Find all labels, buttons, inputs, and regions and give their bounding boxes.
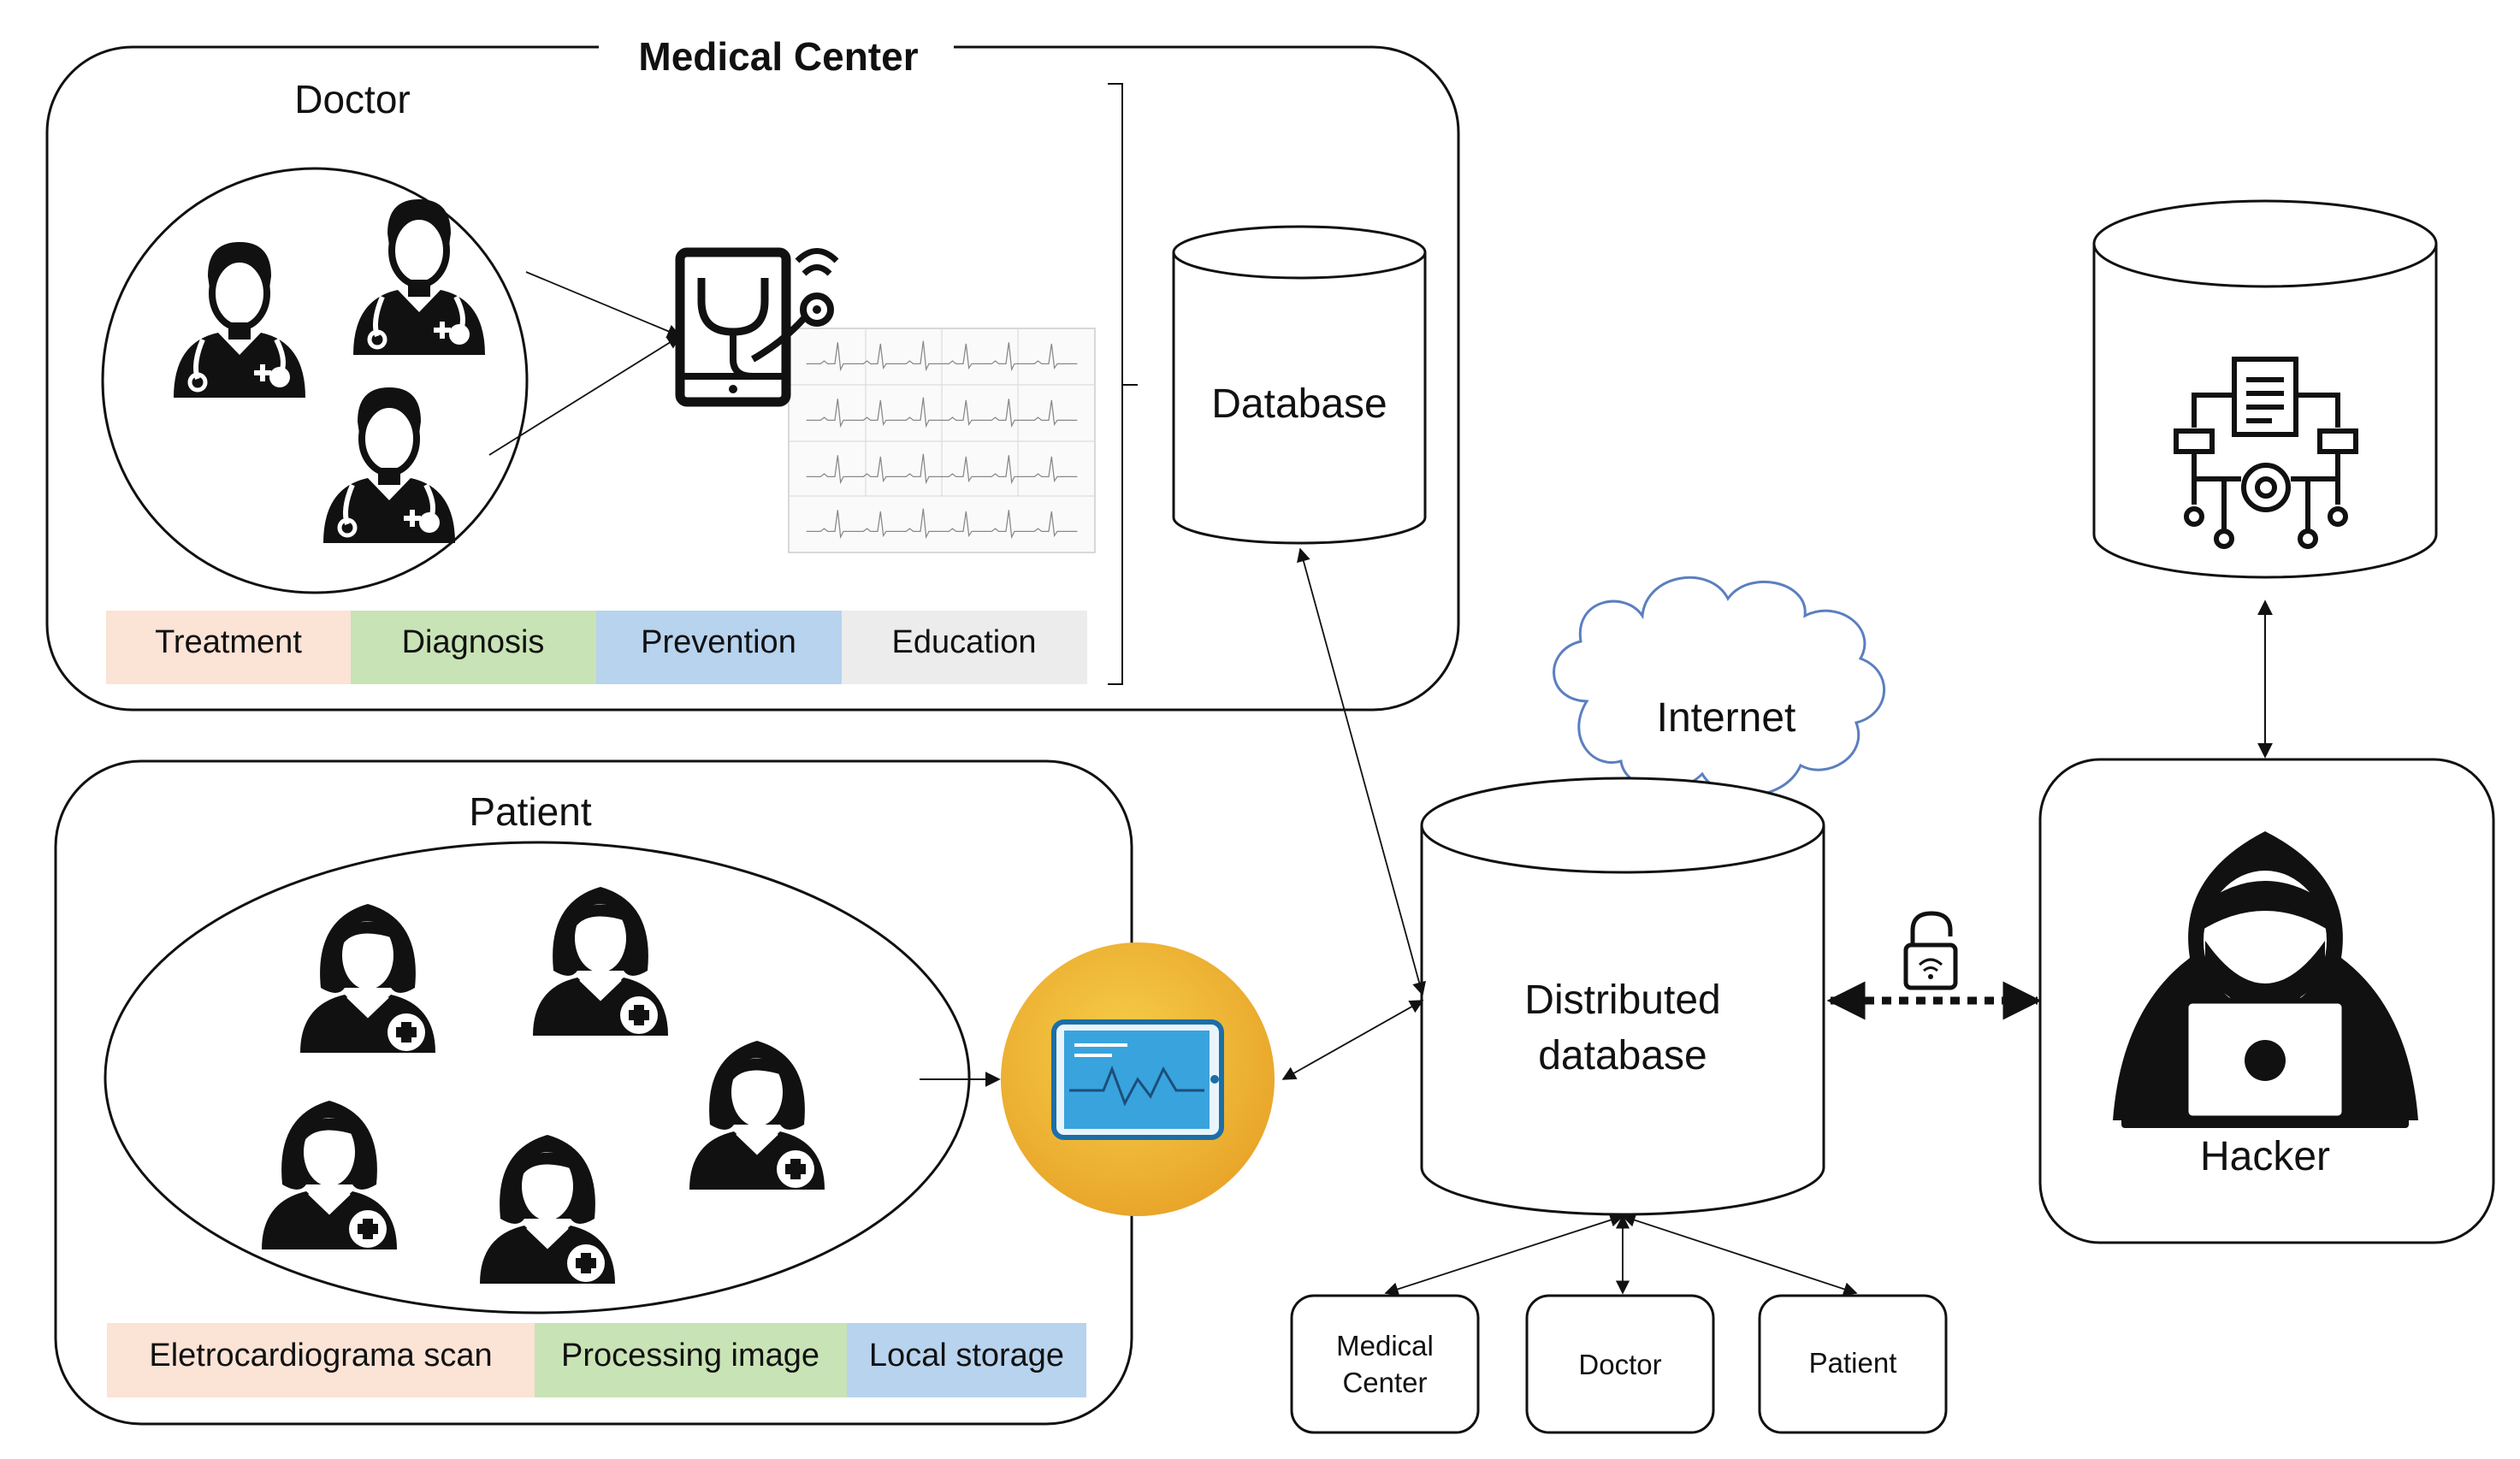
client-medical-center-line2: Center	[1342, 1367, 1427, 1398]
activity-treatment	[106, 611, 351, 684]
distributed-database-cylinder: Distributed database	[1420, 777, 1825, 1216]
activity-treatment-label: Treatment	[155, 624, 302, 660]
activity-prevention	[596, 611, 842, 684]
arrow-distributed-medical-center	[1384, 1213, 1624, 1297]
patient-panel: Patient	[54, 759, 1133, 1426]
activity-education-label: Education	[891, 624, 1036, 660]
client-doctor-label: Doctor	[1578, 1349, 1661, 1380]
medical-center-title: Medical Center	[638, 34, 918, 79]
arrow-distributed-patient	[1621, 1213, 1858, 1297]
step-processing-image	[535, 1323, 847, 1397]
step-processing-image-label: Processing image	[561, 1338, 819, 1373]
database-cylinder: Database	[1172, 225, 1427, 545]
hacker-icon	[2113, 831, 2418, 1128]
distributed-database-label-line2: database	[1538, 1033, 1707, 1078]
client-medical-center-line1: Medical	[1336, 1330, 1434, 1362]
monitoring-device-icon	[1001, 942, 1275, 1216]
internet-label: Internet	[1657, 695, 1796, 741]
activity-diagnosis-label: Diagnosis	[402, 624, 545, 660]
client-patient-label: Patient	[1809, 1347, 1897, 1379]
arrow-doctor-to-tablet	[525, 271, 682, 338]
activity-prevention-label: Prevention	[641, 624, 796, 660]
step-local-storage	[847, 1323, 1086, 1397]
step-local-storage-label: Local storage	[869, 1338, 1064, 1373]
telemedicine-tablet-icon	[675, 247, 839, 407]
bracket	[1108, 83, 1138, 685]
database-label: Database	[1211, 381, 1387, 427]
step-ecg-scan	[107, 1323, 535, 1397]
patient-steps-bar: Eletrocardiograma scan Processing image …	[107, 1323, 1086, 1397]
ecg-report	[788, 328, 1096, 553]
unlocked-wifi-lock-icon	[1903, 911, 1958, 990]
step-ecg-scan-label: Eletrocardiograma scan	[149, 1338, 492, 1373]
client-medical-center: Medical Center	[1290, 1294, 1480, 1434]
activity-diagnosis	[351, 611, 596, 684]
activity-education	[842, 611, 1087, 684]
activity-bar: Treatment Diagnosis Prevention Education	[106, 611, 1087, 684]
internet-cloud: Internet	[1553, 576, 1885, 797]
arrow-database-distributed	[1297, 547, 1426, 996]
arrow-device-distributed	[1281, 1000, 1424, 1080]
client-doctor: Doctor	[1525, 1294, 1715, 1434]
doctor-group-label: Doctor	[294, 77, 410, 121]
data-processing-icon	[2174, 357, 2358, 549]
hacker-label: Hacker	[2200, 1134, 2330, 1179]
client-patient: Patient	[1758, 1294, 1948, 1434]
patient-title: Patient	[469, 789, 591, 834]
doctor-group: Doctor	[101, 77, 529, 594]
distributed-database-label-line1: Distributed	[1524, 978, 1720, 1023]
arrow-doctor-to-tablet	[488, 335, 682, 456]
